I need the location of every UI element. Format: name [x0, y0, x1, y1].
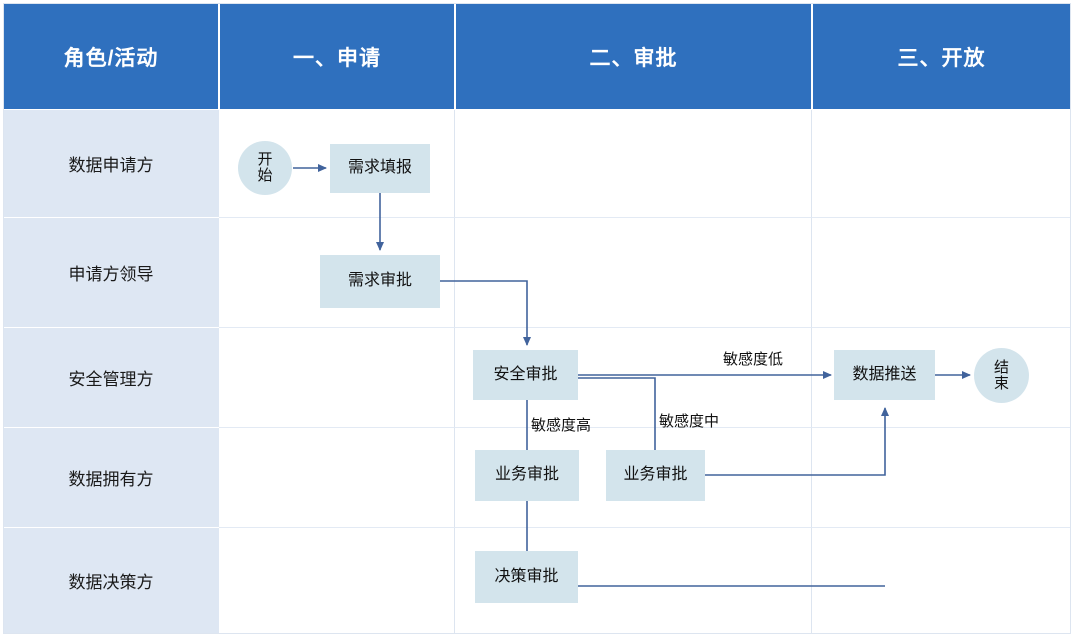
cell-decision-phase3 [812, 528, 1071, 634]
cell-applicant-phase2 [455, 110, 812, 218]
lane-label-applicant-leader: 申请方领导 [3, 218, 219, 328]
header-cell-phase-1: 一、申请 [219, 3, 455, 110]
node-start-label: 开始 [257, 151, 273, 184]
edge-label-low: 敏感度低 [723, 351, 784, 368]
node-decision-approve[interactable]: 决策审批 [475, 551, 578, 603]
node-demand-fill-label: 需求填报 [347, 159, 412, 177]
cell-security-phase1 [219, 328, 455, 428]
cell-owner-phase3 [812, 428, 1071, 528]
node-biz-approve-high-label: 业务审批 [494, 466, 559, 484]
node-decision-approve-label: 决策审批 [494, 567, 559, 585]
node-end[interactable]: 结束 [974, 348, 1029, 403]
cell-owner-phase1 [219, 428, 455, 528]
node-demand-approve-label: 需求审批 [347, 272, 412, 290]
header-cell-phase-3: 三、开放 [812, 3, 1071, 110]
lane-label-data-decision: 数据决策方 [3, 528, 219, 634]
cell-leader-phase3 [812, 218, 1071, 328]
header-cell-roles: 角色/活动 [3, 3, 219, 110]
lane-label-security-manager: 安全管理方 [3, 328, 219, 428]
node-demand-fill[interactable]: 需求填报 [330, 144, 430, 193]
node-security-approve[interactable]: 安全审批 [473, 350, 578, 400]
lane-label-applicant: 数据申请方 [3, 110, 219, 218]
cell-leader-phase2 [455, 218, 812, 328]
cell-decision-phase1 [219, 528, 455, 634]
node-biz-approve-mid[interactable]: 业务审批 [606, 450, 705, 501]
node-start[interactable]: 开始 [238, 141, 292, 195]
node-demand-approve[interactable]: 需求审批 [320, 255, 440, 308]
header-cell-phase-2: 二、审批 [455, 3, 812, 110]
node-data-push-label: 数据推送 [852, 365, 917, 383]
lane-label-data-owner: 数据拥有方 [3, 428, 219, 528]
node-biz-approve-mid-label: 业务审批 [623, 466, 688, 484]
node-biz-approve-high[interactable]: 业务审批 [475, 450, 579, 501]
edge-label-mid: 敏感度中 [659, 413, 720, 430]
node-data-push[interactable]: 数据推送 [834, 350, 935, 400]
node-security-approve-label: 安全审批 [493, 365, 558, 383]
node-end-label: 结束 [993, 358, 1009, 392]
cell-applicant-phase3 [812, 110, 1071, 218]
edge-label-high: 敏感度高 [531, 417, 592, 434]
